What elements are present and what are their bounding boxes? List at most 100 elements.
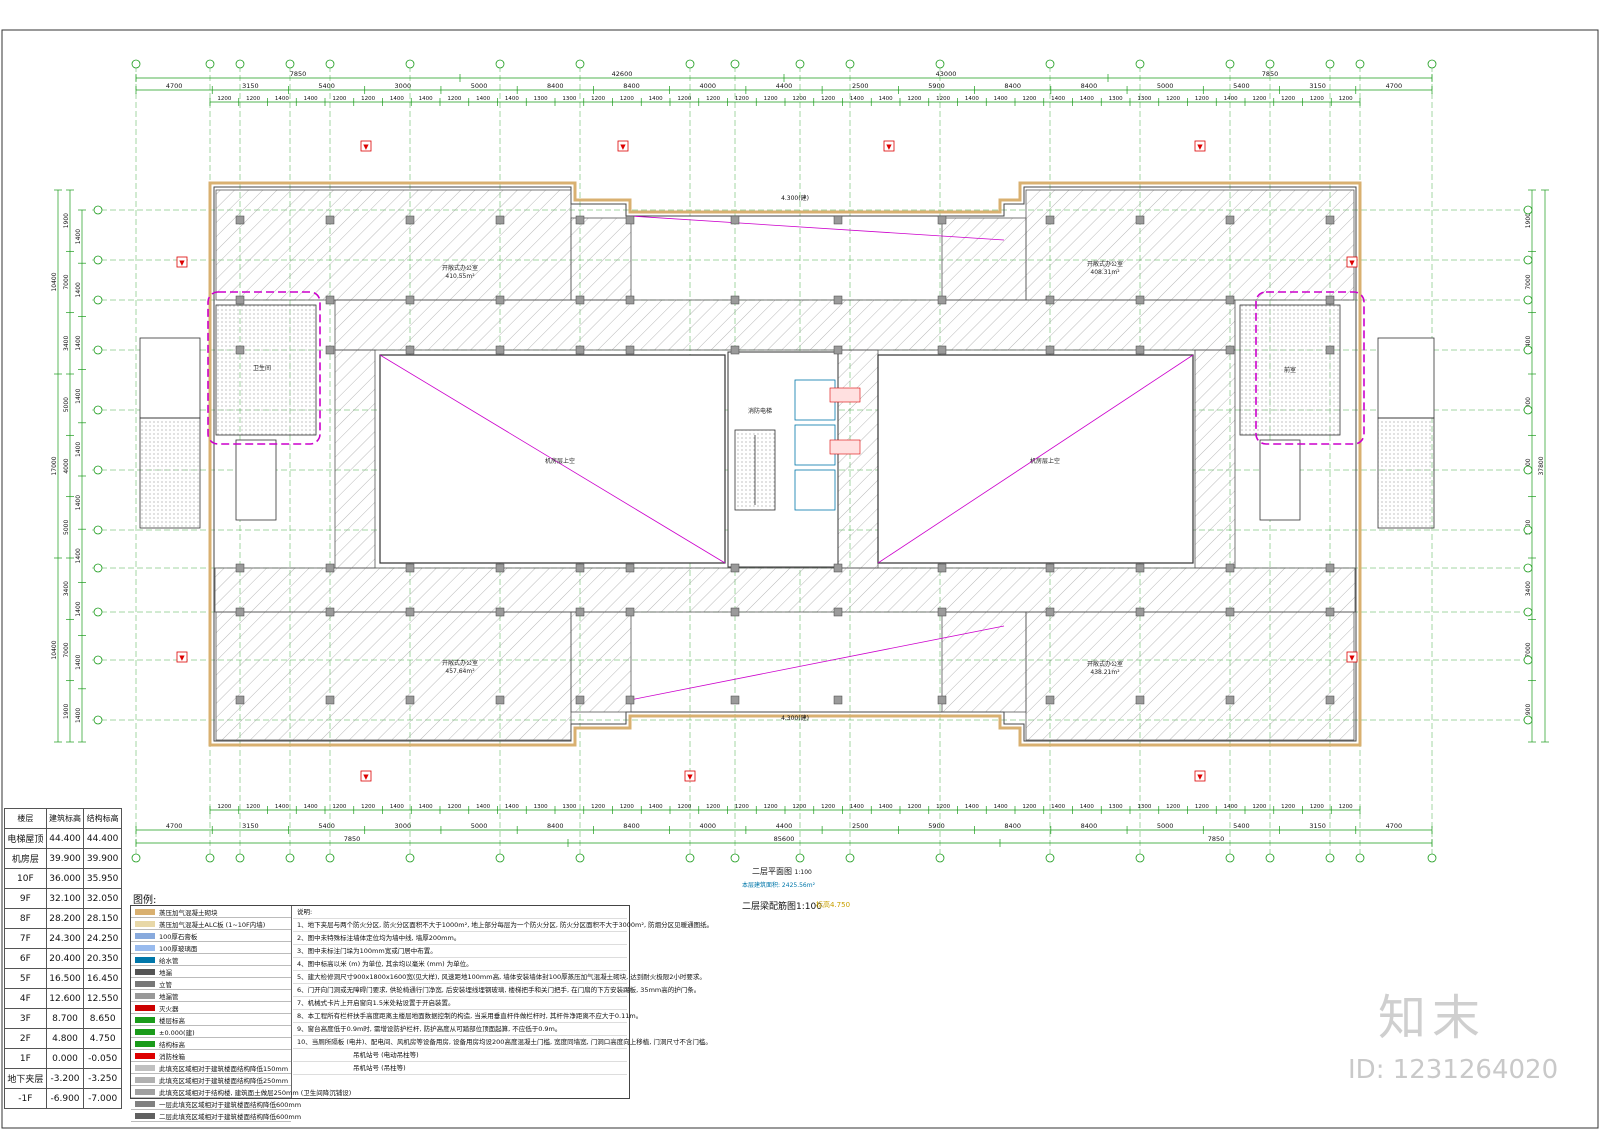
dimension-label: 4700 xyxy=(1386,822,1403,830)
table-cell: 4F xyxy=(4,988,47,1009)
dimension-label: 1200 xyxy=(246,96,260,102)
dimension-label: 4700 xyxy=(1386,82,1403,90)
table-cell: 8.650 xyxy=(83,1008,122,1029)
dimension-label: 1200 xyxy=(1252,804,1266,810)
table-cell: 20.400 xyxy=(45,948,85,969)
dimension-label: 1200 xyxy=(735,804,749,810)
dimension-label: 1200 xyxy=(677,96,691,102)
legend-item: 给水管 xyxy=(131,954,291,966)
grid-bubble xyxy=(93,607,103,617)
table-cell: 机房层 xyxy=(4,848,47,869)
legend-swatch xyxy=(135,968,155,975)
legend-swatch xyxy=(135,1112,155,1119)
column xyxy=(730,607,740,617)
legend-label: 一层此填充区域相对于建筑楼面结构降低600mm xyxy=(159,1100,302,1109)
dimension-label: 1200 xyxy=(591,804,605,810)
dimension-label: 1200 xyxy=(361,804,375,810)
legend-label: 立管 xyxy=(159,980,172,989)
dimension-label: 3000 xyxy=(395,822,412,830)
column xyxy=(1225,295,1235,305)
note-line: 9、窗台高度低于0.9m时, 需增设防护栏杆, 防护高度从可踏部位顶面起算, 不… xyxy=(293,1023,627,1036)
legend-item: 100厚石膏板 xyxy=(131,930,291,942)
dimension-label: 5000 xyxy=(63,397,70,412)
column xyxy=(495,607,505,617)
legend-item: 一层此填充区域相对于建筑楼面结构降低600mm xyxy=(131,1098,301,1110)
dimension-label: 1400 xyxy=(75,335,82,350)
dimension-label: 4400 xyxy=(776,82,793,90)
grid-bubble xyxy=(1135,59,1145,69)
column xyxy=(235,563,245,573)
table-cell: 电梯屋顶 xyxy=(4,828,47,849)
room-area: 457.64m² xyxy=(445,668,475,675)
dimension-label: 1400 xyxy=(649,804,663,810)
grid-bubble xyxy=(93,205,103,215)
column xyxy=(1045,695,1055,705)
dimension-label: 5000 xyxy=(471,822,488,830)
grid-bubble xyxy=(935,853,945,863)
legend-swatch xyxy=(135,980,155,987)
table-row: -1F-6.900-7.000 xyxy=(4,1088,122,1109)
dimension-label: 5400 xyxy=(318,82,335,90)
dimension-label: 1300 xyxy=(534,804,548,810)
column xyxy=(325,345,335,355)
dimension-label: 1200 xyxy=(1195,804,1209,810)
dimension-label: 1200 xyxy=(1195,96,1209,102)
dimension-label: 1400 xyxy=(879,804,893,810)
table-cell: 39.900 xyxy=(83,848,122,869)
section-marker: ▼ xyxy=(1197,143,1203,151)
dimension-label: 1400 xyxy=(476,804,490,810)
legend-label: 消防栓箱 xyxy=(159,1052,185,1061)
grid-bubble xyxy=(205,853,215,863)
dimension-label: 3400 xyxy=(1525,581,1532,596)
table-cell: 4.750 xyxy=(83,1028,122,1049)
column xyxy=(1045,215,1055,225)
legend-footer: 吊机站号 (电动吊柱等)吊机站号 (吊柱等) xyxy=(293,1049,627,1075)
dimension-label: 5400 xyxy=(318,822,335,830)
legend-item: 蒸压加气混凝土ALC板 (1~10F内墙) xyxy=(131,918,291,930)
table-cell: -6.900 xyxy=(45,1088,85,1109)
dimension-label: 1200 xyxy=(907,96,921,102)
dimension-label: 1400 xyxy=(75,229,82,244)
column xyxy=(1325,695,1335,705)
grid-bubble xyxy=(93,655,103,665)
dimension-label: 7000 xyxy=(63,274,70,289)
column xyxy=(1225,695,1235,705)
dimension-label: 1200 xyxy=(361,96,375,102)
grid-bubble xyxy=(1325,853,1335,863)
table-cell: 44.400 xyxy=(45,828,85,849)
grid-bubble xyxy=(1523,295,1533,305)
grid-bubble xyxy=(935,59,945,69)
column xyxy=(625,295,635,305)
dimension-label: 1400 xyxy=(994,96,1008,102)
table-cell: 地下夹层 xyxy=(4,1068,47,1089)
dimension-label: 4000 xyxy=(699,82,716,90)
table-cell: 12.600 xyxy=(45,988,85,1009)
room-name: 机房层上空 xyxy=(1030,457,1060,465)
dimension-label: 1400 xyxy=(275,96,289,102)
dimension-label: 8400 xyxy=(1081,822,1098,830)
grid-bubble xyxy=(1523,345,1533,355)
plan-scale: 1:100 xyxy=(794,869,812,876)
dimension-label: 1200 xyxy=(821,96,835,102)
dimension-label: 1200 xyxy=(1339,804,1353,810)
dimension-label: 1400 xyxy=(75,708,82,723)
section-marker: ▼ xyxy=(620,143,626,151)
legend-title: 图例: xyxy=(133,895,157,906)
legend-label: 结构标高 xyxy=(159,1040,185,1049)
room-name: 前室 xyxy=(1284,366,1296,374)
table-header-cell: 楼层 xyxy=(4,808,47,829)
dimension-label: 1400 xyxy=(75,654,82,669)
grid-bubble xyxy=(1135,853,1145,863)
room-name: 开敞式办公室 xyxy=(1087,660,1123,668)
table-cell: 44.400 xyxy=(83,828,122,849)
legend-label: 100厚玻璃面 xyxy=(159,944,198,953)
table-cell: 16.450 xyxy=(83,968,122,989)
dimension-label: 8400 xyxy=(623,822,640,830)
